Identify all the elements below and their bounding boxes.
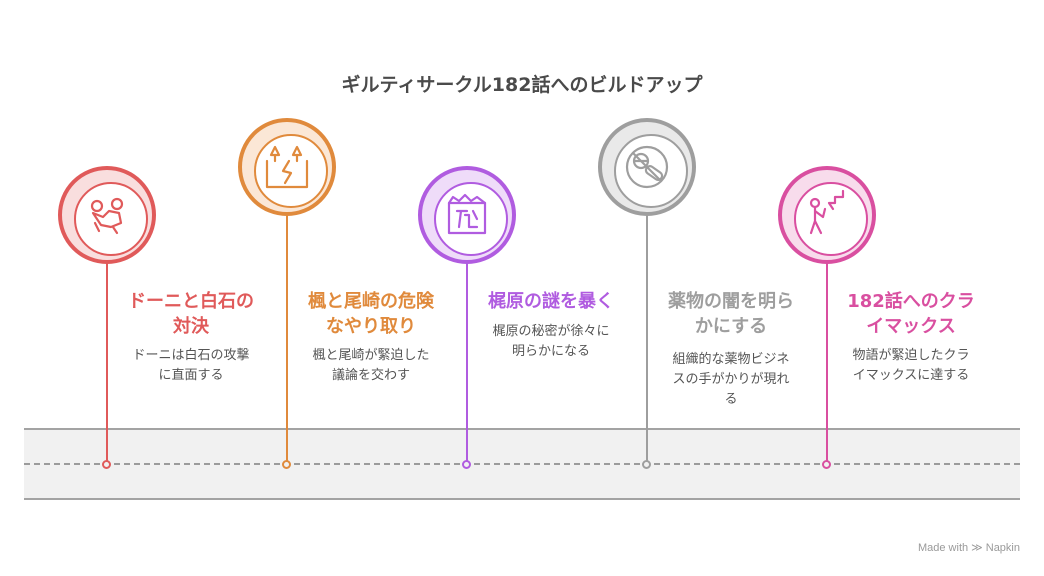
- no-drugs-icon: [625, 145, 669, 189]
- step-3-description: 梶原の秘密が徐々に明らかになる: [492, 324, 610, 359]
- step-3-marker: [462, 460, 471, 469]
- step-4-heading: 薬物の闇を明らかにする: [668, 291, 794, 337]
- step-2-description: 楓と尾崎が緊迫した議論を交わす: [312, 348, 430, 383]
- step-4-marker: [642, 460, 651, 469]
- step-1-marker: [102, 460, 111, 469]
- step-1-badge: [58, 166, 156, 264]
- step-5-stem: [826, 262, 828, 464]
- timeline-road-center-line: [24, 463, 1020, 465]
- step-1-heading: ドーニと白石の対決: [128, 291, 254, 337]
- step-5-badge: [778, 166, 876, 264]
- step-5-heading: 182話へのクライマックス: [847, 291, 975, 337]
- step-4-stem: [646, 214, 648, 464]
- step-2-marker: [282, 460, 291, 469]
- step-4-badge: [598, 118, 696, 216]
- step-2-stem: [286, 214, 288, 464]
- step-5-marker: [822, 460, 831, 469]
- step-5-description: 物語が緊迫したクライマックスに達する: [852, 348, 970, 383]
- step-2-badge: [238, 118, 336, 216]
- step-3-heading: 梶原の謎を暴く: [488, 291, 614, 312]
- mystery-scroll-icon: [447, 193, 487, 235]
- climb-icon: [809, 189, 845, 235]
- step-1-description: ドーニは白石の攻撃に直面する: [132, 348, 250, 383]
- step-4-description: 組織的な薬物ビジネスの手がかりが現れる: [672, 352, 790, 407]
- cracked-wall-icon: [265, 145, 309, 189]
- diagram-title: ギルティサークル182話へのビルドアップ: [341, 74, 703, 96]
- step-1-stem: [106, 262, 108, 464]
- step-3-badge: [418, 166, 516, 264]
- fight-icon: [90, 197, 124, 235]
- step-3-stem: [466, 262, 468, 464]
- napkin-credit: Made with ≫ Napkin: [917, 542, 1020, 554]
- step-2-heading: 楓と尾崎の危険なやり取り: [308, 291, 434, 337]
